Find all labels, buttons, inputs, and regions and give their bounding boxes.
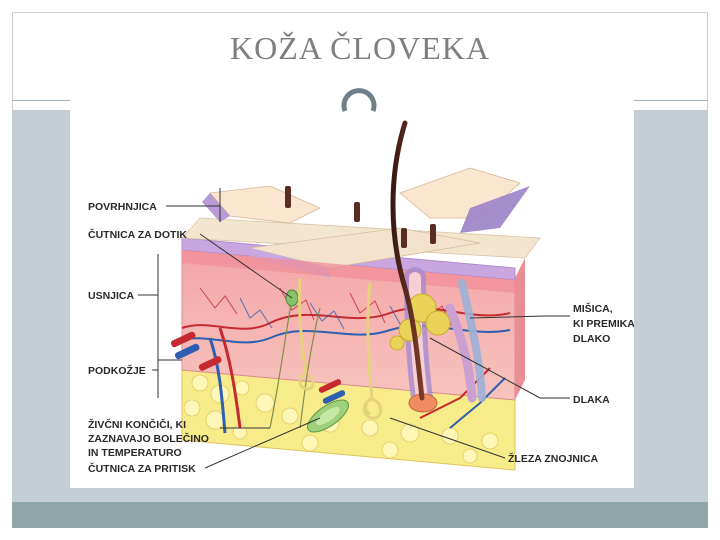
label-zleza-znojnica: ŽLEZA ZNOJNICA (508, 452, 598, 465)
label-misica-3: DLAKO (573, 333, 610, 345)
label-povrhnjica: POVRHNJICA (88, 201, 157, 213)
labels-left: POVRHNJICA ČUTNICA ZA DOTIK USNJICA PODK… (88, 201, 209, 475)
slide-title: KOŽA ČLOVEKA (230, 30, 490, 66)
leader-lines (138, 188, 570, 469)
decorative-ring-icon (341, 88, 377, 112)
label-cutnica-za-pritisk: ČUTNICA ZA PRITISK (88, 462, 196, 475)
footer-bar (12, 502, 708, 528)
title-rule-right (634, 100, 708, 101)
label-podkozje: PODKOŽJE (88, 364, 146, 377)
zleza-znojnica (297, 277, 382, 420)
blood-vessels (170, 287, 511, 434)
cutnica-za-pritisk (307, 399, 349, 433)
labels-right: MIŠICA, KI PREMIKA DLAKO DLAKA ŽLEZA ZNO… (508, 302, 634, 465)
povrhnjica-layer (181, 167, 541, 293)
label-misica-1: MIŠICA, (573, 302, 613, 315)
label-usnjica: USNJICA (88, 290, 135, 302)
label-cutnica-za-dotik: ČUTNICA ZA DOTIK (88, 228, 187, 241)
label-zivcni-koncici-3: IN TEMPERATURO (88, 447, 182, 459)
sebaceous-gland (389, 293, 451, 351)
title-rule-left (12, 100, 72, 101)
label-misica-2: KI PREMIKA (573, 318, 634, 330)
dlaka-hair (285, 120, 436, 401)
label-dlaka: DLAKA (573, 394, 610, 406)
skin-diagram-svg: POVRHNJICA ČUTNICA ZA DOTIK USNJICA PODK… (88, 120, 634, 475)
label-zivcni-koncici-1: ŽIVČNI KONČIČI, KI (88, 418, 186, 431)
skin-diagram: POVRHNJICA ČUTNICA ZA DOTIK USNJICA PODK… (70, 98, 634, 488)
misica-ki-premika-dlako (445, 279, 486, 403)
label-zivcni-koncici-2: ZAZNAVAJO BOLEČINO (88, 432, 209, 445)
